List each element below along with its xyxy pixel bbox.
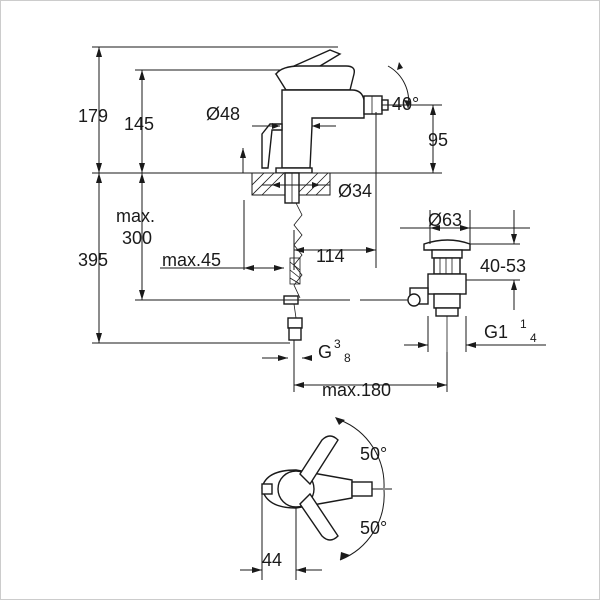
label-max180: max.180 [322,380,391,400]
label-g1: G1 [484,322,508,342]
label-50deg-bottom: 50° [360,518,387,538]
label-d48: Ø48 [206,104,240,124]
label-40-53: 40-53 [480,256,526,276]
label-g1-num: 1 [520,317,527,331]
top-view [240,417,392,580]
label-40deg: 40° [392,94,419,114]
label-114: 114 [316,246,345,266]
label-95: 95 [428,130,448,150]
label-g1-den: 4 [530,331,537,345]
side-elevation [92,46,442,344]
label-145: 145 [124,114,154,134]
dimension-labels: 179 145 Ø48 40° 95 Ø34 max. 300 395 max.… [78,94,537,570]
label-g38-den: 8 [344,351,351,365]
label-g38-num: 3 [334,337,341,351]
waste-assembly [262,210,546,392]
label-179: 179 [78,106,108,126]
label-d63: Ø63 [428,210,462,230]
label-max45: max.45 [162,250,221,270]
label-395: 395 [78,250,108,270]
label-300: 300 [122,228,152,248]
label-50deg-top: 50° [360,444,387,464]
label-g38: G [318,342,332,362]
label-d34: Ø34 [338,181,372,201]
label-44: 44 [262,550,282,570]
label-max: max. [116,206,155,226]
